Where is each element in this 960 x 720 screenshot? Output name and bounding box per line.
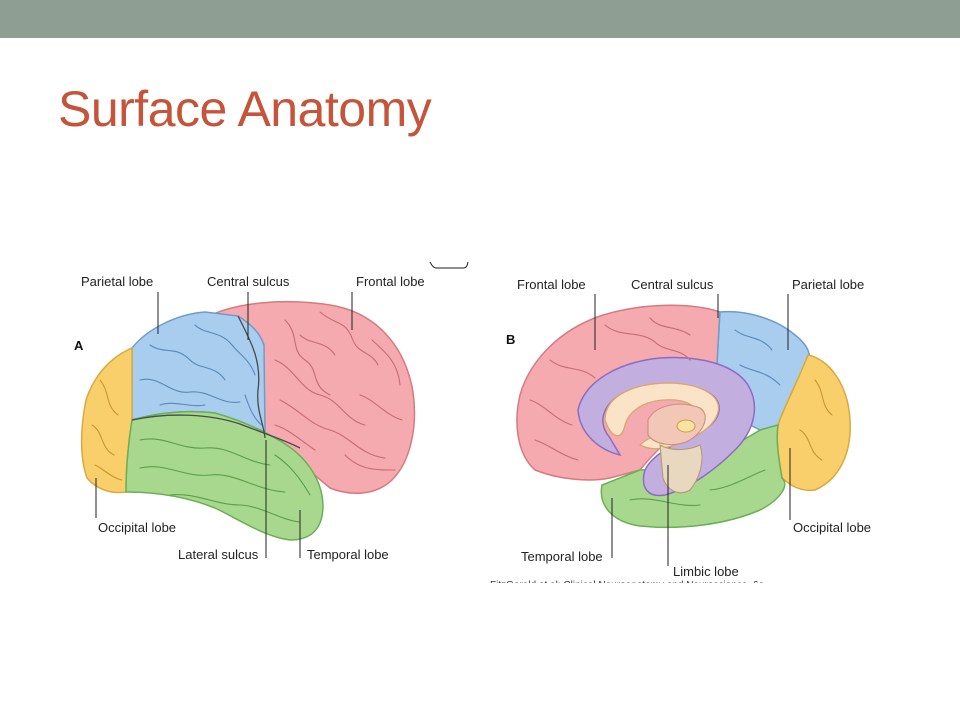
panel-a-parietal-gyri bbox=[139, 324, 263, 426]
figure-credit: FitzGerald et al: Clinical Neuroanatomy … bbox=[490, 580, 764, 591]
panel-b-central-sulcus-label: Central sulcus bbox=[631, 277, 714, 292]
panel-a-frontal-lobe-label: Frontal lobe bbox=[356, 274, 425, 289]
panel-a-temporal-gyri bbox=[139, 438, 311, 523]
panel-b-temporal-lobe-label: Temporal lobe bbox=[521, 549, 603, 564]
panel-b-temporal-gyri bbox=[629, 469, 766, 507]
panel-b-brainstem bbox=[659, 443, 703, 494]
panel-b-occipital-gyri bbox=[799, 379, 833, 461]
panel-a-lateral-brain bbox=[80, 300, 416, 541]
panel-a-parietal-lobe-label: Parietal lobe bbox=[81, 274, 153, 289]
panel-a-occipital-gyri bbox=[91, 379, 123, 481]
panel-b-frontal-lobe-label: Frontal lobe bbox=[517, 277, 586, 292]
slide-title: Surface Anatomy bbox=[58, 81, 432, 137]
panel-a-lateral-sulcus-line bbox=[131, 414, 301, 449]
panel-b-occipital-region bbox=[776, 354, 851, 492]
panel-a-occipital-region bbox=[80, 346, 133, 494]
panel-a-letter: A bbox=[74, 338, 84, 353]
panel-b-deep-nucleus bbox=[676, 419, 696, 433]
panel-b-medial-brain bbox=[516, 304, 851, 529]
panel-b-limbic-lobe-label: Limbic lobe bbox=[673, 564, 739, 579]
figure-bracket bbox=[429, 261, 469, 269]
panel-b-occipital-lobe-label: Occipital lobe bbox=[793, 520, 871, 535]
top-accent-bar bbox=[0, 0, 960, 38]
panel-b-frontal-gyri bbox=[529, 317, 691, 461]
panel-b-letter: B bbox=[506, 332, 515, 347]
panel-a-frontal-gyri bbox=[274, 311, 403, 471]
panel-a-temporal-lobe-label: Temporal lobe bbox=[307, 547, 389, 562]
panel-b-thalamus bbox=[647, 403, 706, 446]
panel-b-parietal-gyri bbox=[734, 329, 781, 386]
panel-b-parietal-lobe-label: Parietal lobe bbox=[792, 277, 864, 292]
panel-a-occipital-lobe-label: Occipital lobe bbox=[98, 520, 176, 535]
panel-a-central-sulcus-label: Central sulcus bbox=[207, 274, 290, 289]
panel-a-lateral-sulcus-label: Lateral sulcus bbox=[178, 547, 259, 562]
